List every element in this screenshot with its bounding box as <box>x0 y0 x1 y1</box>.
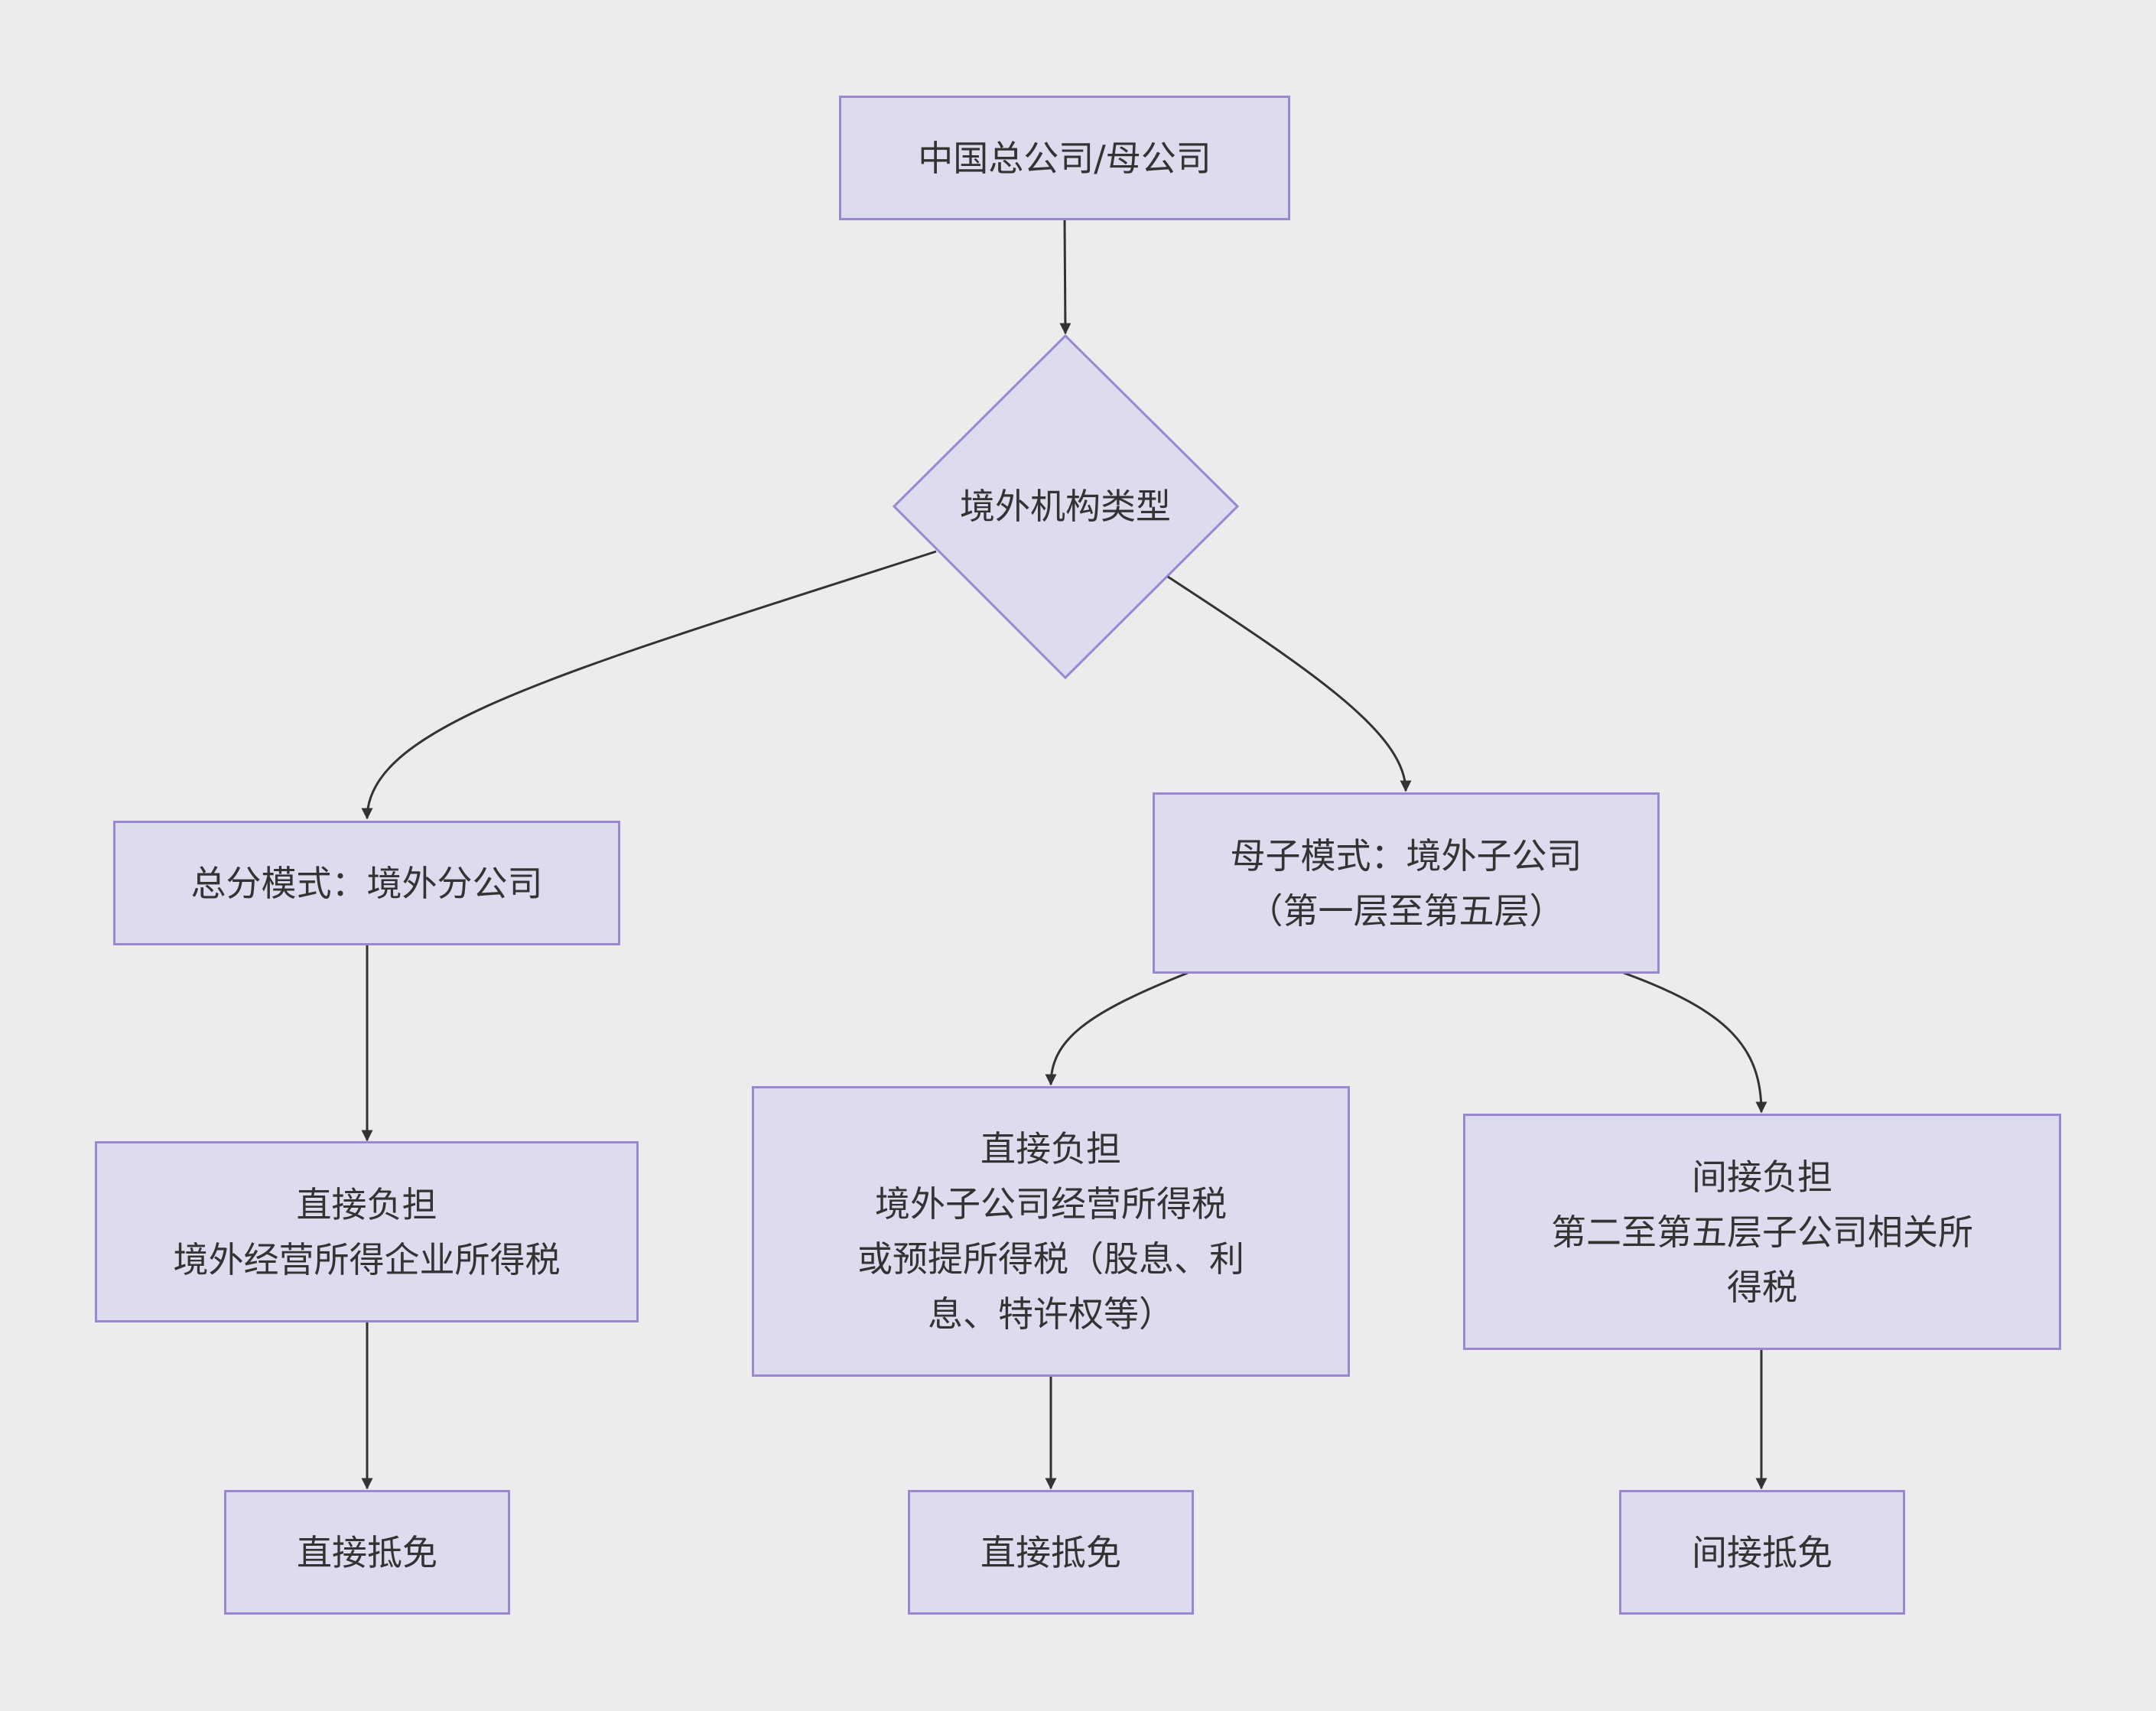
node-branch-direct-burden[interactable]: 直接负担 境外经营所得企业所得税 <box>95 1141 639 1322</box>
node-branch-direct-burden-line-2: 境外经营所得企业所得税 <box>173 1238 561 1280</box>
node-sub-direct-credit[interactable]: 直接抵免 <box>908 1490 1194 1615</box>
edge-subsidiary-mode-to-indirect-burden <box>1623 971 1767 1114</box>
node-subsidiary-mode[interactable]: 母子模式：境外子公司 （第一层至第五层） <box>1153 792 1660 974</box>
node-sub-direct-burden-line-1: 直接负担 <box>980 1128 1121 1169</box>
node-sub-direct-burden-lines: 直接负担 境外子公司经营所得税 或预提所得税（股息、利 息、特许权等） <box>857 1121 1244 1342</box>
node-sub-direct-credit-lines: 直接抵免 <box>980 1525 1121 1580</box>
node-sub-indirect-burden-line-2: 第二至第五层子公司相关所 <box>1551 1211 1973 1253</box>
node-sub-direct-burden-line-4: 息、特许权等） <box>928 1293 1174 1335</box>
node-sub-indirect-credit[interactable]: 间接抵免 <box>1619 1490 1905 1615</box>
node-sub-indirect-credit-lines: 间接抵免 <box>1692 1525 1832 1580</box>
node-branch-mode[interactable]: 总分模式：境外分公司 <box>113 821 620 945</box>
node-branch-mode-line-1: 总分模式：境外分公司 <box>190 862 543 904</box>
node-root[interactable]: 中国总公司/母公司 <box>839 96 1290 220</box>
decision-diamond-shape[interactable] <box>892 333 1240 680</box>
edge-decision-to-branch-mode <box>361 550 937 820</box>
node-sub-indirect-burden-lines: 间接负担 第二至第五层子公司相关所 得税 <box>1551 1150 1973 1315</box>
node-sub-indirect-burden[interactable]: 间接负担 第二至第五层子公司相关所 得税 <box>1463 1114 2061 1350</box>
node-sub-indirect-credit-line-1: 间接抵免 <box>1692 1531 1832 1573</box>
node-branch-mode-lines: 总分模式：境外分公司 <box>191 856 543 911</box>
node-sub-direct-burden-line-2: 境外子公司经营所得税 <box>875 1183 1227 1225</box>
node-root-lines: 中国总公司/母公司 <box>918 131 1211 186</box>
node-sub-direct-burden-line-3: 或预提所得税（股息、利 <box>857 1238 1244 1280</box>
node-branch-direct-burden-line-1: 直接负担 <box>296 1183 437 1225</box>
edge-subsidiary-mode-to-direct-burden <box>1045 971 1189 1086</box>
node-sub-direct-burden[interactable]: 直接负担 境外子公司经营所得税 或预提所得税（股息、利 息、特许权等） <box>752 1086 1350 1377</box>
node-subsidiary-mode-line-1: 母子模式：境外子公司 <box>1230 834 1582 877</box>
node-sub-indirect-burden-line-1: 间接负担 <box>1692 1156 1832 1198</box>
node-subsidiary-mode-line-2: （第一层至第五层） <box>1247 890 1565 932</box>
node-branch-direct-credit-line-1: 直接抵免 <box>297 1531 437 1573</box>
node-sub-direct-credit-line-1: 直接抵免 <box>980 1531 1121 1573</box>
edge-decision-to-subsidiary-mode <box>1167 575 1412 792</box>
node-branch-direct-credit-lines: 直接抵免 <box>297 1525 437 1580</box>
node-branch-direct-burden-lines: 直接负担 境外经营所得企业所得税 <box>174 1177 561 1287</box>
node-root-line-1: 中国总公司/母公司 <box>918 137 1211 179</box>
node-decision-label: 境外机构类型 <box>960 486 1171 527</box>
node-sub-indirect-burden-line-3: 得税 <box>1727 1266 1797 1308</box>
node-subsidiary-mode-lines: 母子模式：境外子公司 （第一层至第五层） <box>1231 828 1582 938</box>
node-branch-direct-credit[interactable]: 直接抵免 <box>224 1490 510 1615</box>
